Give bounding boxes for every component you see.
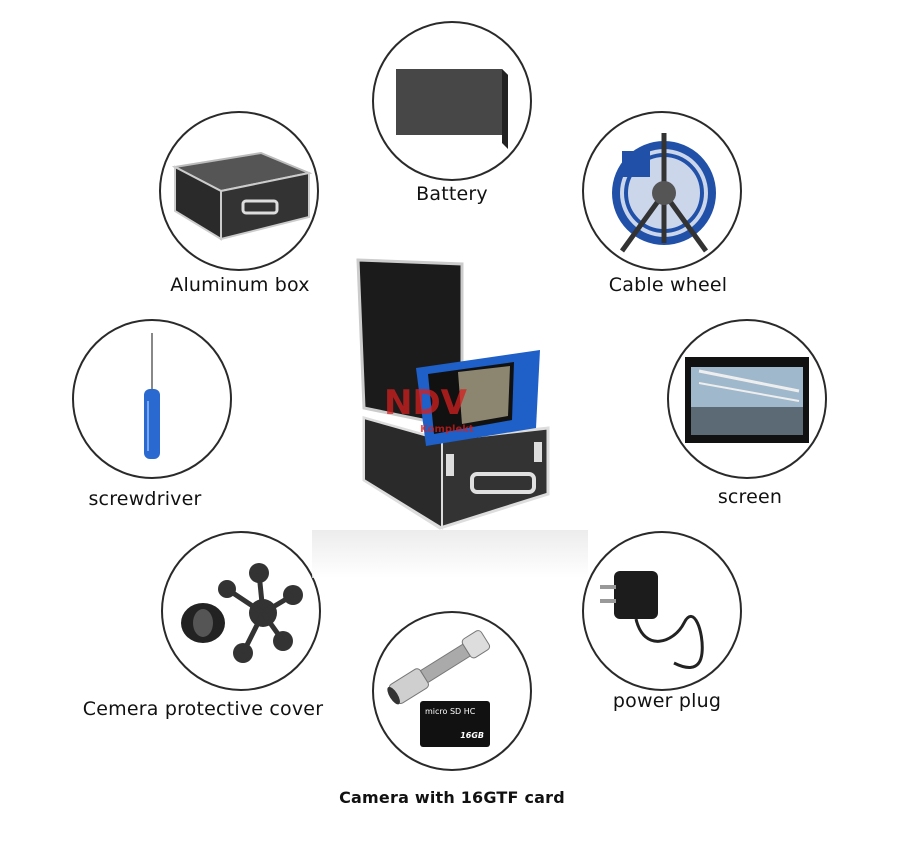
- power-plug-circle: [582, 531, 742, 691]
- screwdriver-circle: [72, 319, 232, 479]
- camera-card-label: Camera with 16GTF card: [339, 788, 565, 807]
- power-plug-icon: [600, 571, 704, 669]
- screen-circle: [667, 319, 827, 479]
- watermark-logo: NDV Komplekt: [384, 384, 474, 436]
- cable-wheel-icon: [612, 133, 716, 253]
- aluminum-box-label: Aluminum box: [170, 274, 310, 296]
- screen-label: screen: [717, 486, 783, 508]
- aluminum-box-icon: [171, 151, 313, 241]
- protective-cover-label: Cemera protective cover: [82, 698, 324, 720]
- watermark-subtext: Komplekt: [420, 424, 474, 435]
- case-image: [356, 258, 550, 530]
- protective-cover-circle: [161, 531, 321, 691]
- sd-card-capacity: 16GB: [460, 731, 484, 740]
- watermark-text: NDV: [384, 383, 467, 423]
- cable-wheel-label: Cable wheel: [608, 274, 728, 296]
- sd-card: micro SD HC 16GB: [420, 701, 490, 747]
- battery-circle: [372, 21, 532, 181]
- camera-card-circle: micro SD HC 16GB: [372, 611, 532, 771]
- screwdriver-label: screwdriver: [88, 488, 202, 510]
- inspection-kit-case: NDV Komplekt: [350, 258, 560, 533]
- camera-icon: [387, 630, 491, 705]
- sd-card-brand: micro SD HC: [425, 707, 476, 716]
- screen-icon: [685, 357, 809, 443]
- power-plug-label: power plug: [612, 690, 722, 712]
- screwdriver-icon: [144, 333, 160, 459]
- protective-cover-icon: [181, 563, 303, 663]
- cable-wheel-circle: [582, 111, 742, 271]
- aluminum-box-circle: [159, 111, 319, 271]
- battery-label: Battery: [416, 183, 488, 205]
- case-reflection: [312, 530, 588, 578]
- battery-icon: [396, 69, 508, 149]
